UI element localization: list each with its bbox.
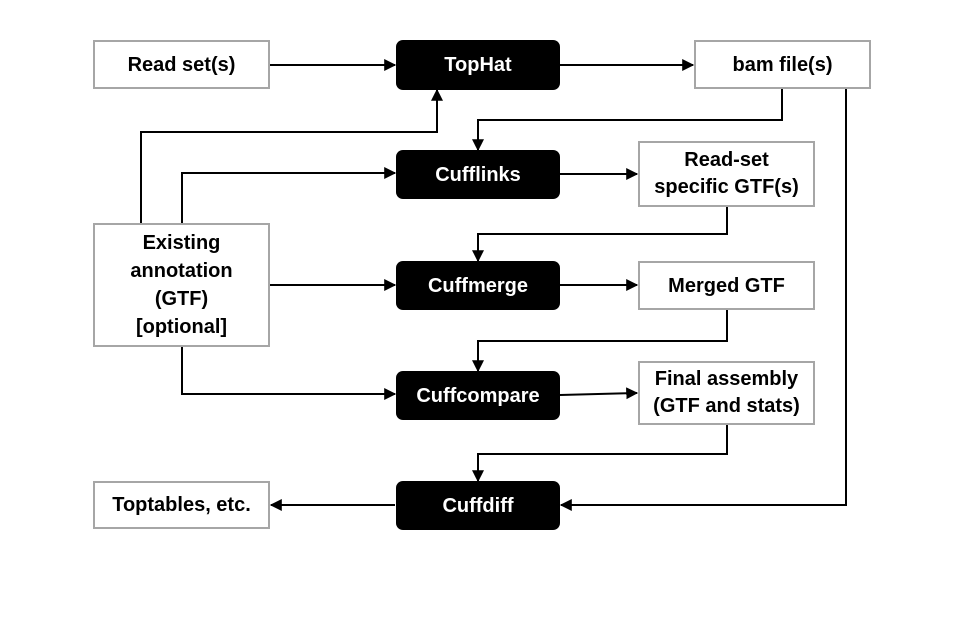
node-existing-annotation: Existing annotation (GTF) [optional] xyxy=(93,223,270,347)
node-cuffcompare-label: Cuffcompare xyxy=(416,384,540,407)
node-merged-gtf-label: Merged GTF xyxy=(668,274,785,297)
node-tophat: TopHat xyxy=(396,40,560,90)
node-cuffcompare: Cuffcompare xyxy=(396,371,560,420)
edge-bam-to-cufflinks xyxy=(472,89,783,152)
edge-annotation-to-cuffcompare xyxy=(181,347,397,400)
node-readset-gtf: Read-set specific GTF(s) xyxy=(638,141,815,207)
node-cuffdiff: Cuffdiff xyxy=(396,481,560,530)
node-final-assembly-label: Final assembly (GTF and stats) xyxy=(653,368,800,417)
node-cufflinks: Cufflinks xyxy=(396,150,560,199)
node-readset-gtf-label: Read-set specific GTF(s) xyxy=(654,149,799,198)
node-cuffdiff-label: Cuffdiff xyxy=(442,494,514,517)
edge-bam-to-cuffdiff xyxy=(559,89,847,511)
node-tophat-label: TopHat xyxy=(444,54,512,76)
node-toptables: Toptables, etc. xyxy=(93,481,270,529)
edge-annotation-to-cufflinks xyxy=(181,167,397,223)
edge-cuffcompare-to-final-assembly xyxy=(559,387,639,400)
node-toptables-label: Toptables, etc. xyxy=(112,494,251,516)
node-final-assembly: Final assembly (GTF and stats) xyxy=(638,361,815,425)
node-cuffmerge: Cuffmerge xyxy=(396,261,560,310)
node-cuffmerge-label: Cuffmerge xyxy=(427,274,528,297)
node-read-sets: Read set(s) xyxy=(93,40,270,89)
node-existing-annotation-label: Existing annotation (GTF) [optional] xyxy=(130,232,233,338)
node-read-sets-label: Read set(s) xyxy=(127,53,236,76)
edge-merged-gtf-to-cuffcompare xyxy=(472,310,728,373)
edge-annotation-to-tophat xyxy=(140,88,443,223)
node-bam-files-label: bam file(s) xyxy=(732,53,833,76)
edge-final-assembly-to-cuffdiff xyxy=(472,425,728,483)
edge-readset-gtf-to-cuffmerge xyxy=(472,207,728,263)
node-merged-gtf: Merged GTF xyxy=(638,261,815,310)
node-bam-files: bam file(s) xyxy=(694,40,871,89)
node-cufflinks-label: Cufflinks xyxy=(435,163,521,186)
